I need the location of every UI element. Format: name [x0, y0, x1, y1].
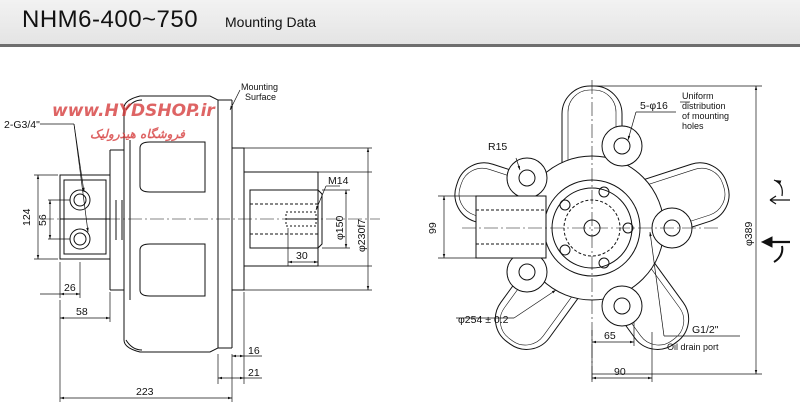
g12-label: G1/2" — [692, 324, 719, 336]
rotation-arrows — [760, 179, 790, 263]
mounting-surface-label-2: Surface — [245, 92, 276, 102]
dim-65: 65 — [604, 330, 616, 342]
oil-drain-label: Oil drain port — [667, 342, 719, 352]
dim-99: 99 — [427, 222, 439, 234]
uniform-label-4: holes — [682, 121, 704, 131]
page-subtitle: Mounting Data — [225, 14, 317, 30]
uniform-label-2: distribution — [682, 101, 726, 111]
dim-phi230: φ230f7 — [356, 219, 368, 252]
dim-223: 223 — [136, 386, 154, 398]
dim-56: 56 — [37, 214, 49, 226]
uniform-label-3: of mounting — [682, 111, 729, 121]
shaft-stub — [475, 195, 547, 259]
watermark-url: www.HYDSHOP.ir — [52, 101, 216, 121]
mounting-surface-label-1: Mounting — [241, 82, 278, 92]
r15-label: R15 — [488, 141, 507, 153]
right-labels: R15 5-φ16 Uniform distribution of mounti… — [427, 91, 755, 378]
watermark: www.HYDSHOP.ir فروشگاه هیدرولیک — [52, 101, 216, 142]
uniform-label-1: Uniform — [682, 91, 714, 101]
output-shaft — [243, 171, 323, 267]
left-view — [34, 89, 380, 402]
left-labels: 2-G3/4" Mounting Surface M14 124 56 26 5… — [4, 82, 368, 398]
mounting-flange — [506, 125, 693, 327]
dim-21: 21 — [248, 367, 260, 379]
page-header: NHM6-400~750 Mounting Data — [0, 0, 800, 48]
port-block — [59, 174, 111, 260]
dim-16: 16 — [248, 345, 260, 357]
dim-58: 58 — [76, 306, 88, 318]
dim-phi389: φ389 — [743, 222, 755, 246]
page-title: NHM6-400~750 — [22, 6, 199, 33]
right-dimensions — [438, 85, 762, 382]
watermark-persian: فروشگاه هیدرولیک — [90, 126, 186, 142]
dim-124: 124 — [21, 208, 33, 226]
dim-30: 30 — [296, 250, 308, 262]
left-dimensions — [34, 89, 372, 402]
header-bar — [0, 0, 800, 44]
dim-phi254: φ254 ± 0.2 — [458, 314, 509, 326]
dim-90: 90 — [614, 366, 626, 378]
dim-26: 26 — [64, 282, 76, 294]
holes-label: 5-φ16 — [640, 100, 668, 112]
dim-phi150: φ150 — [334, 216, 346, 240]
thread-label: 2-G3/4" — [4, 119, 40, 131]
header-rule — [0, 44, 800, 47]
m14-label: M14 — [328, 175, 349, 187]
right-view — [438, 80, 790, 382]
